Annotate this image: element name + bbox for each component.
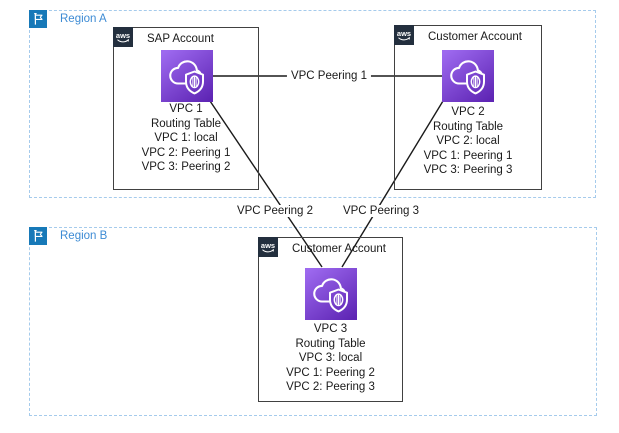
aws-logo-text: aws — [116, 31, 130, 40]
route-entry: VPC 1: Peering 2 — [286, 366, 375, 379]
route-entry: VPC 1: local — [154, 132, 218, 145]
aws-logo-text: aws — [397, 29, 411, 38]
route-entry: VPC 3: Peering 2 — [141, 161, 231, 174]
vpc-routing-text: VPC 3 Routing Table VPC 3: local VPC 1: … — [259, 322, 402, 395]
account-label: SAP Account — [147, 33, 214, 45]
account-box-customer-a: aws Customer Account VPC 2 — [393, 24, 542, 190]
account-box-customer-b: aws Customer Account VPC 3 — [257, 236, 403, 402]
region-a-boundary: Region A — [28, 9, 596, 198]
aws-logo-text: aws — [261, 241, 275, 250]
vpc-routing-text: VPC 1 Routing Table VPC 1: local VPC 2: … — [114, 102, 258, 175]
account-label: Customer Account — [292, 243, 386, 255]
region-flag-icon — [28, 9, 47, 28]
aws-logo-icon: aws — [393, 24, 414, 45]
peering-line-2 — [209, 100, 323, 268]
route-entry: VPC 1: Peering 1 — [423, 149, 513, 162]
route-entry: VPC 3: local — [298, 352, 363, 365]
account-label: Customer Account — [428, 31, 522, 43]
route-entry: VPC 2: Peering 1 — [141, 146, 231, 159]
vpc-icon — [442, 50, 494, 102]
vpc-icon — [161, 50, 213, 102]
region-b-boundary: Region B — [28, 226, 597, 416]
peering-line-3 — [341, 100, 444, 268]
flag-glyph — [33, 12, 43, 25]
vpc-name: VPC 3 — [313, 323, 348, 335]
route-entry: VPC 2: local — [436, 135, 500, 148]
region-b-label: Region B — [60, 230, 108, 242]
route-entry: VPC 2: Peering 3 — [286, 381, 375, 394]
vpc-icon — [305, 268, 357, 320]
flag-glyph — [33, 229, 43, 242]
peering-label-2: VPC Peering 2 — [232, 205, 318, 217]
region-flag-icon — [28, 226, 47, 245]
routing-title: Routing Table — [150, 117, 222, 130]
aws-logo-icon: aws — [112, 26, 133, 47]
route-entry: VPC 3: Peering 3 — [423, 164, 513, 177]
peering-label-1: VPC Peering 1 — [286, 70, 372, 82]
region-a-label: Region A — [60, 13, 107, 25]
routing-title: Routing Table — [432, 120, 504, 133]
peering-label-3: VPC Peering 3 — [338, 205, 424, 217]
vpc-name: VPC 1 — [169, 103, 203, 115]
account-box-sap: aws SAP Account VPC 1 Routi — [112, 26, 259, 190]
vpc-name: VPC 2 — [451, 106, 485, 118]
aws-logo-icon: aws — [257, 236, 278, 257]
routing-title: Routing Table — [295, 337, 366, 350]
vpc-routing-text: VPC 2 Routing Table VPC 2: local VPC 1: … — [395, 105, 541, 178]
